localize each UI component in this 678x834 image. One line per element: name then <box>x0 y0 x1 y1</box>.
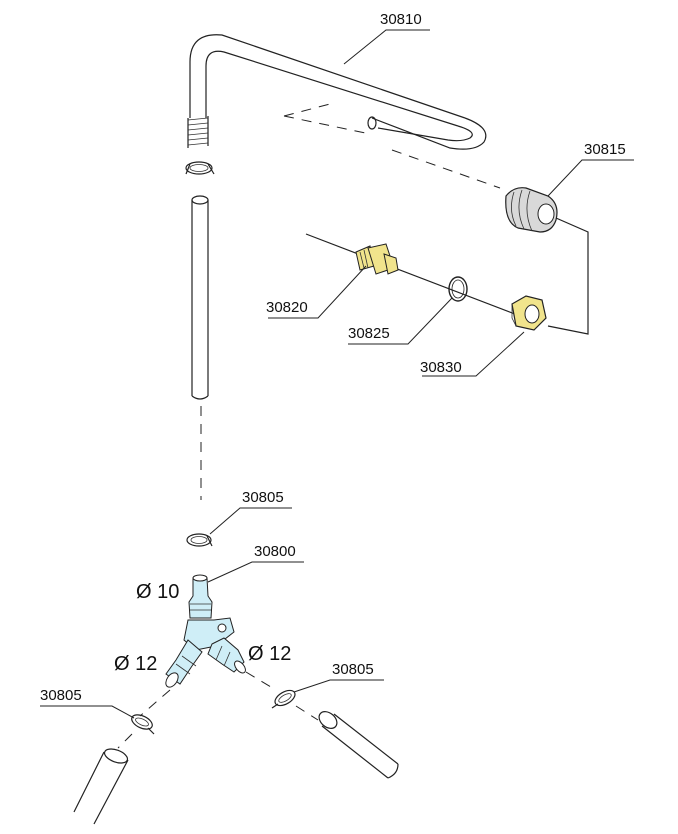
diameter-left: Ø 12 <box>114 653 157 675</box>
label-30825: 30825 <box>348 325 390 342</box>
bent-tube-30810 <box>187 34 501 189</box>
clip-30805-left <box>131 714 155 735</box>
label-30815: 30815 <box>584 141 626 158</box>
leader-30815 <box>547 159 634 197</box>
label-30830: 30830 <box>420 359 462 376</box>
grommet-hole <box>537 203 555 225</box>
leader-30805-right <box>293 679 384 693</box>
label-30820: 30820 <box>266 299 308 316</box>
clip-upper <box>185 161 215 175</box>
t-piece-30800 <box>165 574 246 688</box>
brass-fitting-30820 <box>305 233 521 317</box>
label-30805-top: 30805 <box>242 489 284 506</box>
tube-thread <box>187 116 209 148</box>
leader-30825 <box>348 297 453 345</box>
diameter-top: Ø 10 <box>136 581 179 603</box>
hose-vertical <box>191 195 209 500</box>
leader-30830 <box>422 331 525 377</box>
label-30800: 30800 <box>254 543 296 560</box>
leader-30805-left <box>40 705 135 719</box>
washer-30825 <box>448 276 468 302</box>
label-30805-right: 30805 <box>332 661 374 678</box>
label-30805-left: 30805 <box>40 687 82 704</box>
clip-30805-top <box>186 533 213 547</box>
leader-30820 <box>268 265 367 319</box>
label-30810: 30810 <box>380 11 422 28</box>
hose-lower-left <box>73 733 133 825</box>
leader-30805-top <box>209 507 292 535</box>
grommet-30815 <box>505 187 589 335</box>
brass-nut-30830 <box>511 295 547 331</box>
diameter-right: Ø 12 <box>248 643 291 665</box>
hose-lower-right <box>295 705 399 779</box>
clip-30805-right <box>271 689 296 709</box>
leader-30800 <box>207 561 304 583</box>
leader-30810 <box>343 29 430 65</box>
